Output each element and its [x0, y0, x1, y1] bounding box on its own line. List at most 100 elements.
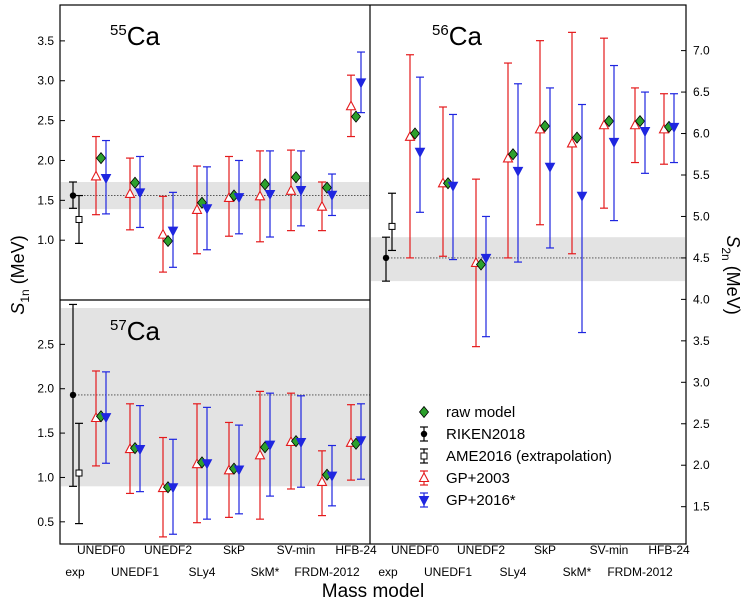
y-tick-label: 1.5: [37, 193, 54, 207]
gp2003-point: [254, 190, 266, 201]
panel-title-55Ca: 55Ca: [110, 21, 160, 51]
gp2016-errorbar: [482, 215, 490, 338]
model-group-SLy4: [191, 165, 213, 255]
y-axis-label-right-subscript: 2n: [719, 247, 733, 260]
gp2003-point: [316, 475, 328, 486]
gp2016-point: [201, 459, 213, 470]
panel-title-56Ca: 56Ca: [432, 21, 482, 51]
gp2016-point: [233, 465, 245, 476]
experimental-band: [371, 237, 685, 282]
y-axis-label-left-subscript: 1n: [18, 289, 32, 302]
y-tick-label: 4.5: [693, 251, 710, 265]
model-group-UNEDF0: [404, 54, 426, 259]
legend-gp2003-icon: [418, 471, 430, 483]
gp2003-errorbar: [406, 54, 414, 259]
title-mass-number: 56: [432, 22, 449, 39]
x-axis-label: Mass model: [322, 581, 424, 601]
raw-model-point: [507, 148, 519, 161]
axis-labels: expUNEDF0UNEDF1UNEDF2SLy4SkPSkM*SV-minFR…: [8, 235, 743, 601]
gp2016-errorbar: [416, 76, 424, 213]
gp2016-point: [447, 181, 459, 192]
gp2016-point: [544, 162, 556, 173]
legend-item-ame: AME2016 (extrapolation): [420, 448, 612, 465]
y-ticks: 1.52.02.53.03.54.04.55.05.56.06.57.0: [681, 44, 710, 514]
y-tick-label: 3.5: [37, 34, 54, 48]
title-element: Ca: [127, 21, 161, 51]
gp2016-point: [414, 147, 426, 158]
model-group-UNEDF1: [124, 403, 146, 495]
legend-label: RIKEN2018: [446, 426, 525, 443]
gp2003-point: [629, 119, 641, 130]
y-tick-label: 2.0: [693, 458, 710, 472]
gp2016-point: [326, 190, 338, 201]
x-tick-label: HFB-24: [648, 543, 690, 557]
experimental-band: [61, 308, 369, 487]
model-group-FRDM-2012: [316, 173, 338, 232]
model-group-SkM*: [254, 150, 276, 243]
y-tick-label: 5.5: [693, 168, 710, 182]
gp2016-point: [480, 253, 492, 264]
y-axis-label-right-symbol: S: [723, 235, 743, 247]
y-tick-label: 6.0: [693, 127, 710, 141]
y-axis-label-left-unit: (MeV): [8, 235, 28, 289]
model-group-SkP: [223, 421, 245, 518]
panel-top-left: 1.01.52.02.53.03.5: [37, 34, 370, 273]
gp2003-point: [345, 100, 357, 111]
gp2016-errorbar: [578, 103, 586, 334]
y-tick-label: 1.5: [693, 500, 710, 514]
model-group-SkP: [534, 40, 556, 249]
y-tick-label: 2.5: [693, 417, 710, 431]
gp2016-point: [295, 437, 307, 449]
legend-label: GP+2016*: [446, 492, 516, 509]
y-tick-label: 2.0: [37, 153, 54, 167]
x-tick-label: exp: [65, 565, 85, 579]
title-element: Ca: [127, 316, 161, 346]
raw-model-point: [539, 119, 551, 133]
gp2003-point: [285, 184, 297, 195]
gp2003-point: [598, 119, 610, 130]
raw-model-point: [571, 131, 583, 144]
model-group-UNEDF2: [470, 178, 492, 348]
riken-point: [69, 192, 77, 199]
model-group-SV-min: [598, 37, 620, 222]
gp2003-point: [566, 137, 578, 148]
gp2016-point: [512, 166, 524, 177]
y-tick-label: 1.5: [37, 426, 54, 440]
gp2016-point: [355, 78, 367, 89]
riken-point: [382, 254, 390, 262]
y-tick-label: 0.5: [37, 515, 54, 529]
raw-model-point: [95, 151, 107, 165]
raw-model-point: [162, 234, 174, 248]
gp2016-point: [668, 122, 680, 133]
y-tick-label: 2.5: [37, 114, 54, 128]
panel-content: [371, 31, 686, 348]
model-group-SkM*: [566, 31, 588, 334]
title-mass-number: 55: [110, 22, 127, 39]
x-tick-label: SV-min: [590, 543, 629, 557]
y-axis-label-right-unit: (MeV): [723, 261, 743, 315]
y-tick-label: 6.5: [693, 85, 710, 99]
y-axis-label-right: S2n (MeV): [719, 235, 743, 314]
x-tick-label: SkP: [534, 543, 556, 557]
legend-label: AME2016 (extrapolation): [446, 448, 612, 465]
gp2016-point: [201, 204, 213, 215]
gp2016-point: [639, 127, 651, 138]
raw-model-point: [321, 181, 333, 194]
panel-right: 1.52.02.53.03.54.04.55.05.56.06.57.0: [371, 31, 710, 514]
panel-title-57Ca: 57Ca: [110, 316, 160, 346]
gp2016-point: [100, 413, 112, 424]
y-tick-label: 2.5: [37, 337, 54, 351]
gp2016-point: [167, 483, 179, 494]
model-group-HFB-24: [345, 51, 367, 138]
legend-label: GP+2003: [446, 470, 510, 487]
gp2003-point: [502, 152, 514, 163]
plot-area: 1.01.52.02.53.03.50.51.01.52.02.51.52.02…: [37, 31, 710, 538]
gp2016-point: [134, 445, 146, 456]
legend-item-gp2016: GP+2016*: [418, 492, 516, 509]
model-group-UNEDF2: [157, 436, 179, 538]
x-tick-label: UNEDF1: [424, 565, 472, 579]
legend-raw-icon: [418, 405, 430, 419]
gp2016-point: [295, 185, 307, 197]
y-tick-label: 1.0: [37, 233, 54, 247]
